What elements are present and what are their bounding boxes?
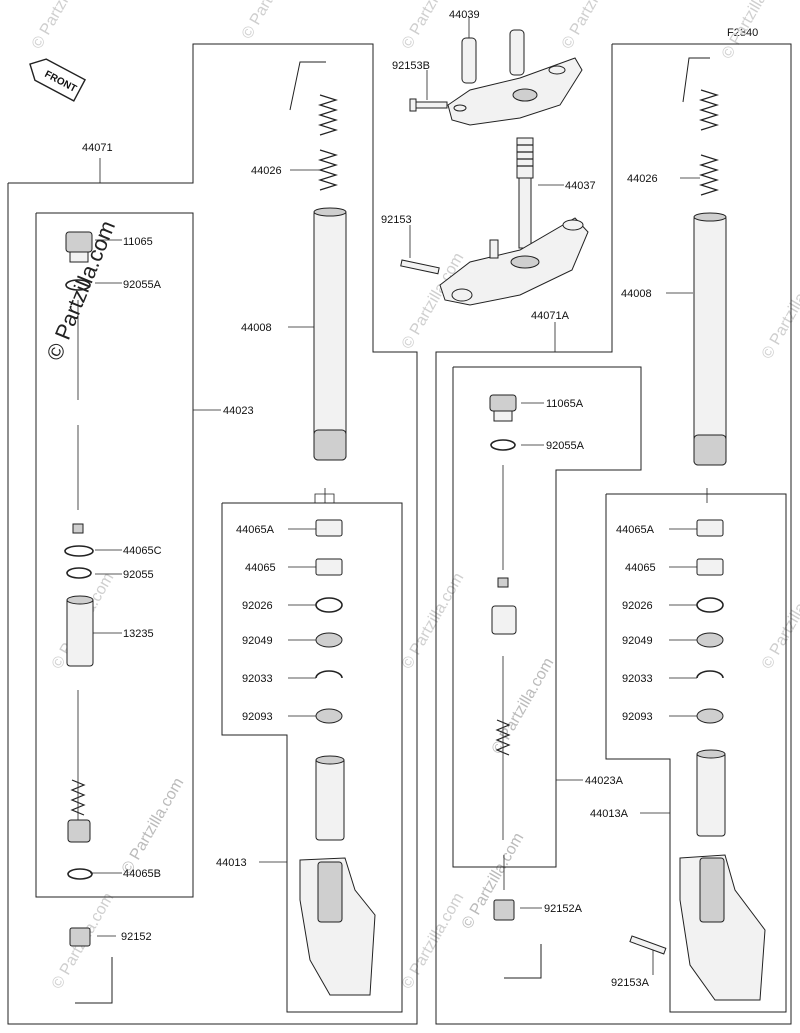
lower-triple-clamp bbox=[439, 217, 589, 306]
watermark-text: © Partzilla.com bbox=[459, 830, 528, 932]
o-ring-92055 bbox=[66, 567, 92, 579]
watermark-text: © Partzilla.com bbox=[759, 260, 800, 362]
label-92049-right: 92049 bbox=[622, 635, 653, 647]
watermark-text: © Partzilla.com bbox=[399, 570, 468, 672]
ring-44065c bbox=[64, 545, 94, 557]
label-92055a-left: 92055A bbox=[123, 279, 162, 291]
bolt-92153 bbox=[400, 259, 440, 275]
label-44013: 44013 bbox=[216, 857, 247, 869]
label-13235: 13235 bbox=[123, 628, 154, 640]
label-92049-left: 92049 bbox=[242, 635, 273, 647]
nut-92152a bbox=[493, 899, 515, 921]
diagram-code: F2340 bbox=[727, 27, 758, 39]
label-92152: 92152 bbox=[121, 931, 152, 943]
cap-bolt-11065 bbox=[65, 231, 93, 263]
label-44065a-left: 44065A bbox=[236, 524, 275, 536]
label-44008-right: 44008 bbox=[621, 288, 652, 300]
nut-92152 bbox=[69, 927, 91, 947]
leader-lines bbox=[90, 17, 708, 975]
steering-stem bbox=[516, 137, 534, 249]
label-44065a-right: 44065A bbox=[616, 524, 655, 536]
label-92055a-right: 92055A bbox=[546, 440, 585, 452]
label-92153: 92153 bbox=[381, 214, 412, 226]
damper-rod-44023a bbox=[495, 656, 511, 840]
bolt-92153b bbox=[409, 98, 448, 112]
label-92026-right: 92026 bbox=[622, 600, 653, 612]
spring-44026-left bbox=[317, 94, 339, 191]
watermark-text: © Partzilla.com bbox=[239, 0, 308, 42]
front-arrow-icon: FRONT bbox=[29, 58, 87, 102]
bushing-44065a-right bbox=[696, 519, 724, 537]
watermark-text: © Partzilla.com bbox=[399, 0, 468, 52]
inner-tube-44013a bbox=[679, 749, 766, 1001]
label-92093-right: 92093 bbox=[622, 711, 653, 723]
washer-92026-right bbox=[696, 597, 724, 613]
watermark-text: © Partzilla.com bbox=[399, 890, 468, 992]
label-44065b: 44065B bbox=[123, 868, 161, 880]
label-44023a: 44023A bbox=[585, 775, 624, 787]
bolt-92153a bbox=[629, 935, 667, 955]
watermark-text: © Partzilla.com bbox=[759, 570, 800, 672]
label-44037: 44037 bbox=[565, 180, 596, 192]
circlip-92033-left bbox=[315, 670, 343, 679]
bushing-44065-left bbox=[315, 558, 343, 576]
ring-44065b bbox=[67, 868, 93, 880]
upper-triple-clamp bbox=[447, 29, 583, 126]
label-44026-right: 44026 bbox=[627, 173, 658, 185]
label-44013a: 44013A bbox=[590, 808, 629, 820]
oil-seal-92049-right bbox=[696, 632, 724, 648]
label-92152a: 92152A bbox=[544, 903, 583, 915]
circlip-92033-right bbox=[696, 670, 724, 679]
label-44071: 44071 bbox=[82, 142, 113, 154]
cap-bolt-11065a bbox=[489, 394, 517, 422]
label-92026-left: 92026 bbox=[242, 600, 273, 612]
nut-left bbox=[72, 523, 84, 534]
label-11065: 11065 bbox=[123, 236, 153, 248]
label-11065a: 11065A bbox=[546, 398, 584, 410]
dust-seal-92093-left bbox=[315, 708, 343, 724]
label-44065-left: 44065 bbox=[245, 562, 276, 574]
label-44026-left: 44026 bbox=[251, 165, 282, 177]
part-labels: 44039 92153B 44037 92153 44071 44071A 44… bbox=[82, 9, 658, 989]
o-ring-92055a-left bbox=[65, 279, 91, 291]
label-92093-left: 92093 bbox=[242, 711, 273, 723]
label-92153b: 92153B bbox=[392, 60, 430, 72]
label-44039: 44039 bbox=[449, 9, 480, 21]
inner-tube-44013 bbox=[299, 755, 376, 996]
watermark-text: © Partzilla.com bbox=[119, 775, 188, 877]
fork-outer-tube-right bbox=[693, 212, 727, 466]
label-44071a: 44071A bbox=[531, 310, 570, 322]
assembly-frames bbox=[7, 43, 792, 1025]
damper-rod-lower-left bbox=[67, 690, 91, 843]
label-92033-left: 92033 bbox=[242, 673, 273, 685]
watermark-text: © Partzilla.com bbox=[489, 655, 558, 757]
piston-right bbox=[491, 605, 517, 635]
label-44023: 44023 bbox=[223, 405, 254, 417]
bushing-44065-right bbox=[696, 558, 724, 576]
watermark-text: © Partzilla.com bbox=[29, 0, 98, 52]
fork-outer-tube-left bbox=[313, 207, 347, 461]
nut-right bbox=[497, 577, 509, 588]
label-44008-left: 44008 bbox=[241, 322, 272, 334]
washer-92026-left bbox=[315, 597, 343, 613]
label-44065-right: 44065 bbox=[625, 562, 656, 574]
cylinder-13235 bbox=[66, 595, 94, 667]
label-44065c: 44065C bbox=[123, 545, 162, 557]
label-92033-right: 92033 bbox=[622, 673, 653, 685]
spring-44026-right bbox=[698, 89, 720, 196]
label-92153a: 92153A bbox=[611, 977, 650, 989]
label-92055: 92055 bbox=[123, 569, 154, 581]
o-ring-92055a-right bbox=[490, 439, 516, 451]
bushing-44065a-left bbox=[315, 519, 343, 537]
dust-seal-92093-right bbox=[696, 708, 724, 724]
oil-seal-92049-left bbox=[315, 632, 343, 648]
